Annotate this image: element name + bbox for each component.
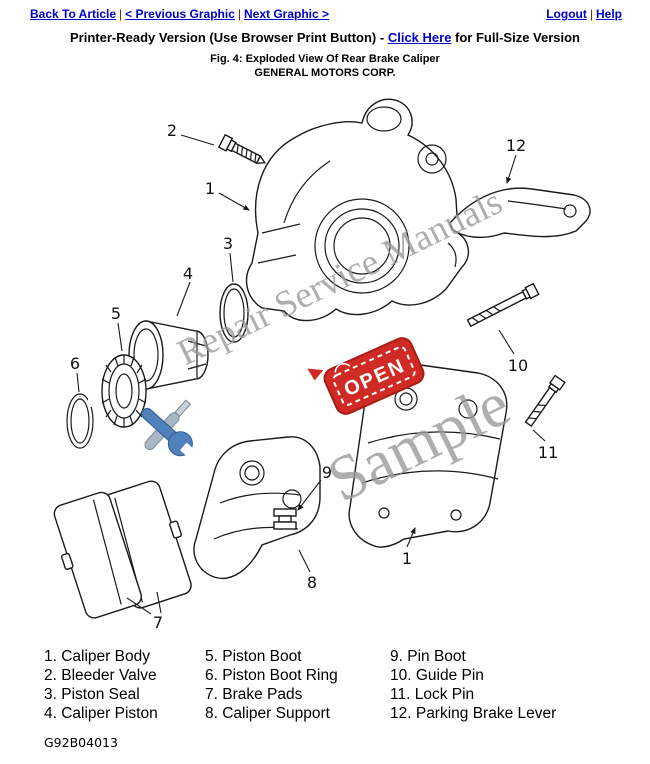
legend-column-3: 9. Pin Boot 10. Guide Pin 11. Lock Pin 1…	[390, 647, 556, 723]
piston-boot-ring-drawing	[66, 393, 95, 449]
nav-separator: |	[237, 7, 241, 21]
callout-2: 2	[167, 121, 177, 140]
legend-column-2: 5. Piston Boot 6. Piston Boot Ring 7. Br…	[205, 647, 390, 723]
bleeder-valve-drawing	[217, 133, 267, 165]
legend-item: 11. Lock Pin	[390, 686, 475, 703]
legend-item: 9. Pin Boot	[390, 648, 466, 665]
figure-caption: Fig. 4: Exploded View Of Rear Brake Cali…	[210, 53, 440, 65]
callout-3: 3	[223, 234, 233, 253]
tools-watermark-icon	[141, 399, 197, 459]
caliper-body-drawing	[245, 98, 469, 322]
legend-item: 12. Parking Brake Lever	[390, 705, 557, 722]
help-link[interactable]: Help	[595, 7, 622, 21]
printer-ready-title: Printer-Ready Version (Use Browser Print…	[0, 30, 650, 45]
nav-separator: |	[589, 7, 593, 21]
piston-seal-drawing	[219, 283, 249, 343]
nav-right-links: Logout|Help	[546, 7, 622, 21]
piston-boot-drawing	[101, 354, 147, 428]
callout-12: 12	[506, 136, 526, 155]
callout-leader-lines	[76, 134, 546, 615]
click-here-link[interactable]: Click Here	[387, 30, 452, 45]
legend-item: 5. Piston Boot	[205, 648, 302, 665]
callout-11: 11	[538, 443, 558, 462]
caliper-lower-assembly-drawing	[348, 362, 508, 548]
legend-item: 6. Piston Boot Ring	[205, 667, 338, 684]
printer-ready-suffix: for Full-Size Version	[451, 30, 580, 45]
exploded-view-diagram: 2 1 12 3 4 5 6 7 8 9 1 10 11 Repair Serv…	[0, 83, 650, 645]
legend-item: 3. Piston Seal	[44, 686, 140, 703]
parking-brake-lever-drawing	[449, 187, 591, 239]
legend-item: 4. Caliper Piston	[44, 705, 158, 722]
brake-pads-drawing	[53, 480, 192, 619]
callout-4: 4	[183, 264, 193, 283]
nav-left-links: Back To Article|< Previous Graphic|Next …	[30, 7, 329, 21]
legend-item: 8. Caliper Support	[205, 705, 330, 722]
printer-ready-prefix: Printer-Ready Version (Use Browser Print…	[69, 30, 388, 45]
legend-item: 7. Brake Pads	[205, 686, 303, 703]
parts-legend: 1. Caliper Body 2. Bleeder Valve 3. Pist…	[0, 647, 650, 723]
exploded-view-svg: 2 1 12 3 4 5 6 7 8 9 1 10 11 Repair Serv…	[53, 98, 591, 632]
logout-link[interactable]: Logout	[546, 7, 587, 21]
legend-item: 2. Bleeder Valve	[44, 667, 157, 684]
legend-column-1: 1. Caliper Body 2. Bleeder Valve 3. Pist…	[44, 647, 205, 723]
nav-separator: |	[119, 7, 123, 21]
callout-7: 7	[153, 613, 163, 632]
lock-pin-drawing	[524, 374, 566, 428]
callout-6: 6	[70, 354, 80, 373]
legend-item: 1. Caliper Body	[44, 648, 150, 665]
callout-5: 5	[111, 304, 121, 323]
callout-1-bottom: 1	[402, 549, 412, 568]
top-navigation: Back To Article|< Previous Graphic|Next …	[0, 0, 650, 21]
caliper-support-drawing	[193, 436, 321, 579]
callout-8: 8	[307, 573, 317, 592]
previous-graphic-link[interactable]: < Previous Graphic	[125, 7, 235, 21]
company-name: GENERAL MOTORS CORP.	[254, 67, 396, 79]
callout-1-top: 1	[205, 179, 215, 198]
back-to-article-link[interactable]: Back To Article	[30, 7, 117, 21]
guide-pin-drawing	[466, 282, 540, 328]
legend-item: 10. Guide Pin	[390, 667, 484, 684]
callout-10: 10	[508, 356, 528, 375]
pin-boot-drawing	[273, 508, 297, 530]
callout-9: 9	[322, 463, 332, 482]
next-graphic-link[interactable]: Next Graphic >	[244, 7, 330, 21]
figure-id: G92B04013	[44, 735, 118, 750]
